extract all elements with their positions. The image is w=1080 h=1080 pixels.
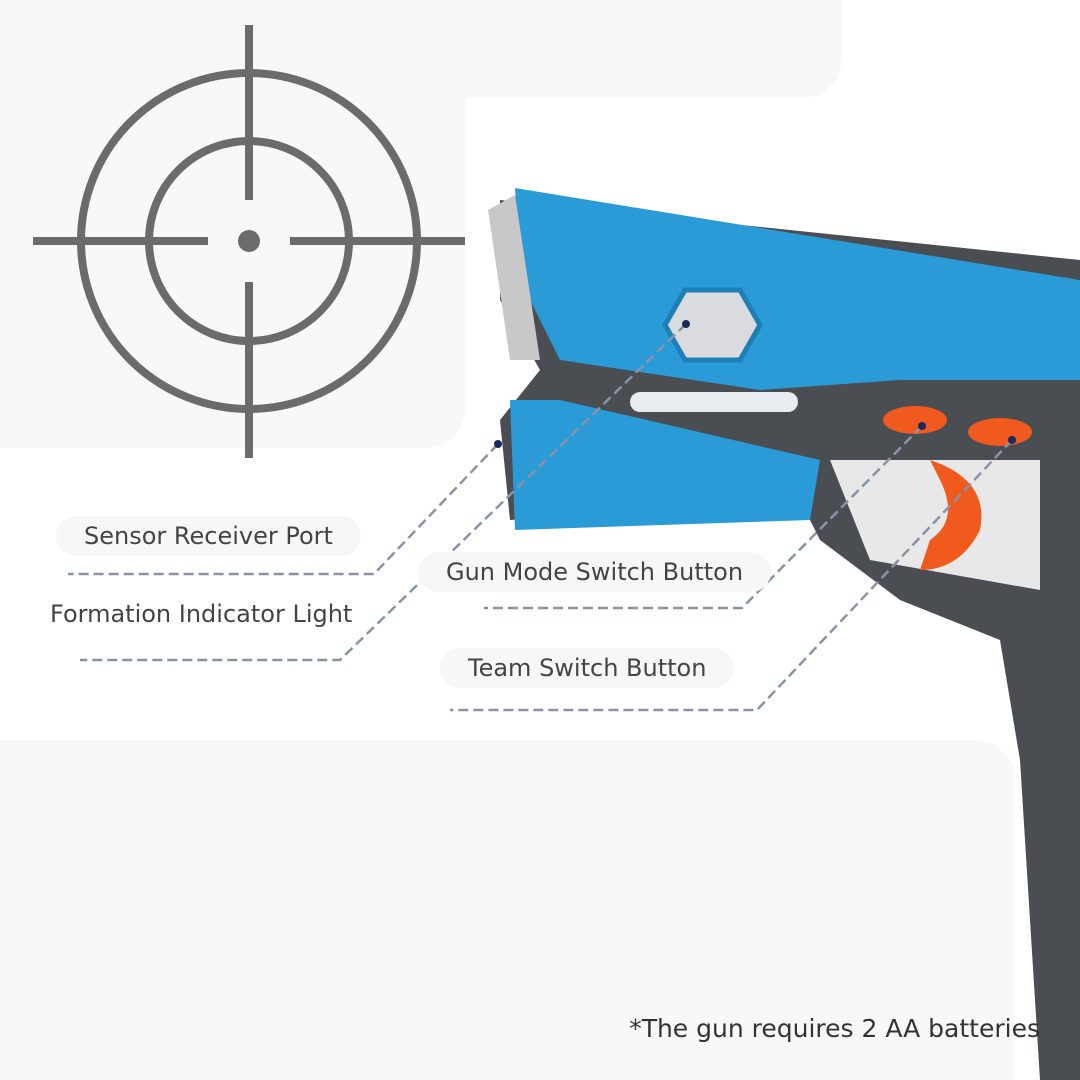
label-gun-mode-switch-button: Gun Mode Switch Button: [418, 552, 772, 592]
crosshair-icon: [33, 25, 465, 458]
label-formation-indicator-light: Formation Indicator Light: [50, 600, 353, 628]
bottom-panel: [0, 740, 1015, 1080]
leader-lines: [68, 323, 1013, 712]
label-sensor-receiver-port: Sensor Receiver Port: [56, 516, 361, 556]
leader-dots: [494, 320, 1016, 448]
label-team-switch-button: Team Switch Button: [440, 648, 735, 688]
laser-gun-illustration: [488, 188, 1080, 1080]
battery-note: *The gun requires 2 AA batteries: [629, 1014, 1040, 1043]
